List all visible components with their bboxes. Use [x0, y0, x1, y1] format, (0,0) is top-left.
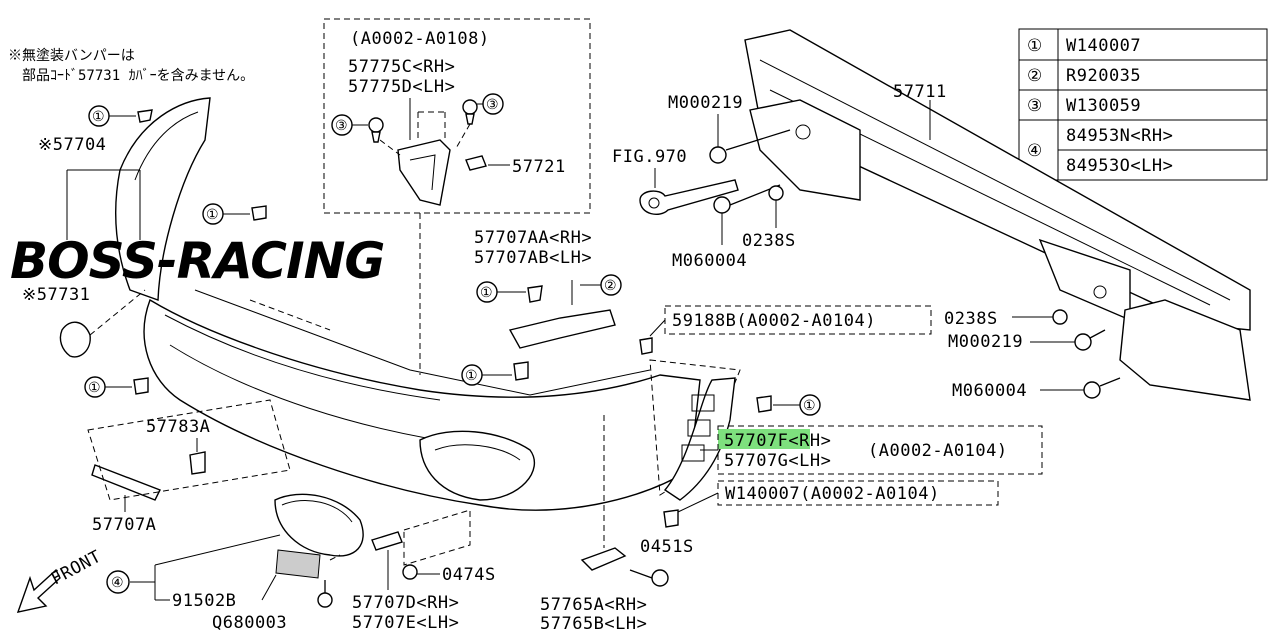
- bracket-57707A-shape: [91, 464, 161, 501]
- label-57707F: 57707F<RH>: [724, 431, 831, 451]
- label-57707G: 57707G<LH>: [724, 451, 831, 471]
- legend-table: ① W140007 ② R920035 ③ W130059 ④ 84953N<R…: [1018, 28, 1268, 181]
- bolt-icon: [1083, 381, 1101, 399]
- label-0474S: 0474S: [442, 565, 496, 585]
- label-57721: 57721: [512, 157, 566, 177]
- label-57707FG-range: (A0002-A0104): [868, 441, 1008, 461]
- clip-icon: [251, 205, 267, 221]
- front-direction-arrow: FRONT: [16, 547, 105, 613]
- label-57707AA: 57707AA<RH>: [474, 228, 592, 248]
- bolt-icon: [713, 196, 731, 214]
- legend-code-1: W140007: [1066, 36, 1141, 56]
- clip-icon: [368, 117, 384, 133]
- label-91502B: 91502B: [172, 591, 236, 611]
- callout-1: ①: [206, 207, 219, 223]
- legend-num-4: ④: [1027, 141, 1043, 161]
- screw-icon: [651, 569, 669, 587]
- callout-3: ③: [335, 118, 348, 134]
- bolt-icon: [709, 146, 727, 164]
- label-57775D: 57775D<LH>: [348, 77, 455, 97]
- clip-icon: [133, 377, 149, 395]
- fog-cover-91502B-shape: [274, 493, 364, 557]
- cover-plate: [275, 549, 321, 579]
- front-label: FRONT: [48, 547, 105, 590]
- label-57775C: 57775C<RH>: [348, 57, 455, 77]
- label-59188B: 59188B(A0002-A0104): [672, 311, 876, 331]
- legend-code-4a: 84953N<RH>: [1066, 126, 1173, 146]
- clip-57721-shape: [465, 155, 487, 171]
- bracket-box-range: (A0002-A0108): [350, 29, 490, 49]
- callout-1: ①: [92, 109, 105, 125]
- clip-icon: [756, 395, 772, 413]
- callout-2: ②: [604, 278, 617, 294]
- label-57711: 57711: [893, 82, 947, 102]
- front-bumper-shape: [143, 289, 701, 511]
- label-W140007-range: W140007(A0002-A0104): [725, 484, 940, 504]
- note-line-2: 部品ｺｰﾄﾞ57731 ｶﾊﾞｰを含みません。: [22, 68, 254, 84]
- bracket-57707AA-shape: [508, 309, 616, 349]
- clip-icon: [639, 337, 653, 355]
- clip-icon: [137, 109, 153, 123]
- tow-hook-shape: [639, 179, 739, 216]
- clip-icon: [513, 361, 529, 381]
- label-57731: ※57731: [22, 285, 90, 305]
- nut-icon: [1052, 309, 1068, 325]
- legend-num-1: ①: [1027, 36, 1043, 56]
- nut-icon: [768, 185, 784, 201]
- bracket-57765A-shape: [580, 547, 627, 571]
- side-bracket-57707F-shape: [663, 377, 736, 501]
- callout-1: ①: [88, 380, 101, 396]
- legend-num-2: ②: [1027, 66, 1043, 86]
- legend-code-4b: 84953O<LH>: [1066, 156, 1173, 176]
- label-57707D: 57707D<RH>: [352, 593, 459, 613]
- callout-3: ③: [486, 97, 499, 113]
- legend-code-2: R920035: [1066, 66, 1141, 86]
- label-M000219-a: M000219: [668, 93, 743, 113]
- legend-num-3: ③: [1027, 96, 1043, 116]
- clip-icon: [527, 285, 543, 303]
- callout-1: ①: [465, 368, 478, 384]
- label-57707A: 57707A: [92, 515, 156, 535]
- clip-57783A-shape: [189, 451, 206, 475]
- label-57707E: 57707E<LH>: [352, 613, 459, 633]
- bracket-57775-shape: [397, 139, 451, 206]
- bolt-icon: [317, 592, 333, 608]
- callout-1: ①: [803, 398, 816, 414]
- bolt-icon: [1074, 333, 1092, 351]
- label-Q680003: Q680003: [212, 613, 287, 633]
- cover-57731-shape: [59, 321, 91, 358]
- label-57765A: 57765A<RH>: [540, 595, 647, 615]
- legend-code-3: W130059: [1066, 96, 1141, 116]
- label-57707AB: 57707AB<LH>: [474, 248, 592, 268]
- callout-1: ①: [480, 285, 493, 301]
- fog-lamp-opening: [419, 430, 536, 501]
- label-0238S-a: 0238S: [742, 231, 796, 251]
- clip-icon: [663, 509, 679, 528]
- bracket-detail-box: (A0002-A0108) 57775C<RH> 57775D<LH> 5772…: [323, 18, 591, 214]
- clip-icon: [462, 99, 478, 115]
- reinforcement-57711-shape: [744, 29, 1251, 401]
- bracket-57707D-shape: [371, 531, 403, 551]
- label-57704: ※57704: [38, 135, 106, 155]
- label-57783A: 57783A: [146, 417, 210, 437]
- note-line-1: ※無塗装バンパーは: [8, 47, 135, 64]
- highlight-57707F: [718, 429, 810, 449]
- label-57765B: 57765B<LH>: [540, 614, 647, 634]
- side-cover-57704: ※57704: [38, 97, 211, 301]
- screw-icon: [402, 564, 418, 580]
- label-FIG970: FIG.970: [612, 147, 687, 167]
- label-M000219-b: M000219: [948, 332, 1023, 352]
- callout-4: ④: [111, 575, 124, 591]
- label-0238S-b: 0238S: [944, 309, 998, 329]
- label-M060004-a: M060004: [672, 251, 747, 271]
- label-0451S: 0451S: [640, 537, 694, 557]
- watermark-logo: BOSS-RACING: [10, 232, 384, 290]
- label-M060004-b: M060004: [952, 381, 1027, 401]
